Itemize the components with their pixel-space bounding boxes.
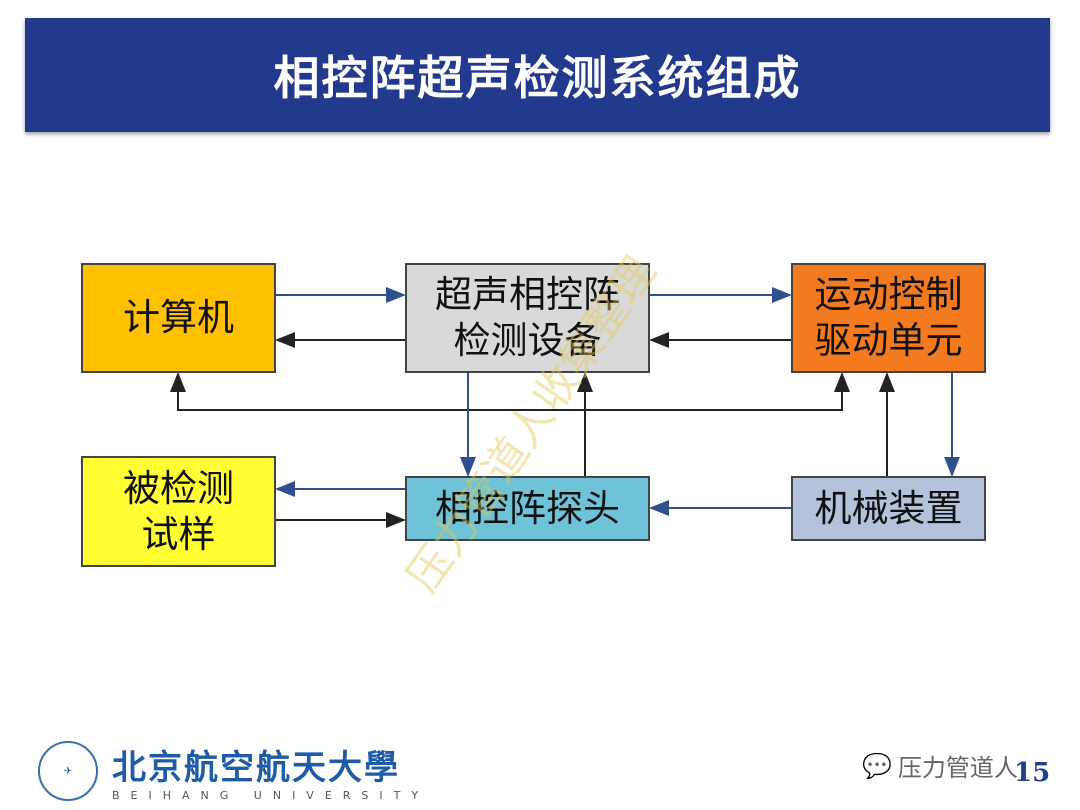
wechat-icon: 💬 — [862, 751, 892, 780]
university-seal-icon: ✈ — [38, 741, 98, 801]
brand-text: 压力管道人 — [897, 754, 1018, 782]
sample-box: 被检测试样 — [81, 456, 276, 567]
university-logo: ✈ 北京航空航天大學 BEIHANG UNIVERSITY — [38, 740, 429, 802]
page-number: 15 — [1014, 758, 1051, 788]
device-box: 超声相控阵检测设备 — [405, 263, 650, 373]
probe-box: 相控阵探头 — [405, 476, 650, 541]
mechanical-box: 机械装置 — [791, 476, 986, 541]
university-name-en: BEIHANG UNIVERSITY — [112, 789, 430, 802]
university-name-cn: 北京航空航天大學 — [112, 748, 400, 788]
slide-title: 相控阵超声检测系统组成 — [25, 18, 1050, 132]
motion-control-box: 运动控制驱动单元 — [791, 263, 986, 373]
brand-label: 💬压力管道人 — [862, 748, 1018, 783]
computer-box: 计算机 — [81, 263, 276, 373]
loop-line — [177, 374, 843, 411]
